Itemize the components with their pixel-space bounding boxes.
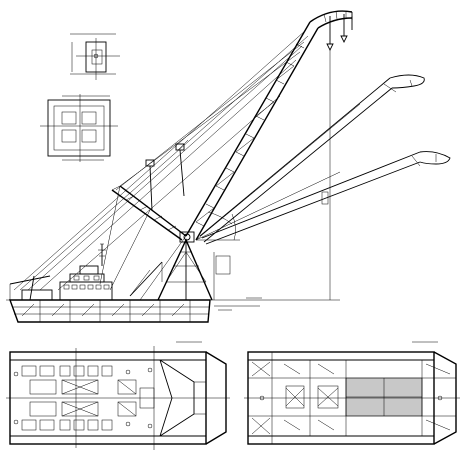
- main-boom: [185, 10, 353, 300]
- rigging: [13, 29, 361, 301]
- detail-middle: [40, 94, 118, 162]
- detail-top: [70, 33, 120, 80]
- dimension-lines: [196, 211, 340, 311]
- hull: [6, 299, 211, 323]
- bottom-plan: [244, 341, 460, 445]
- side-elevation: [6, 10, 451, 323]
- boom-alt-position-upper: [199, 74, 425, 243]
- deck-plan: [6, 341, 230, 450]
- a-frame: [157, 231, 213, 301]
- boom-alt-position-lower: [201, 151, 451, 245]
- deckhouse: [9, 243, 163, 301]
- backstay-boom: [111, 139, 189, 241]
